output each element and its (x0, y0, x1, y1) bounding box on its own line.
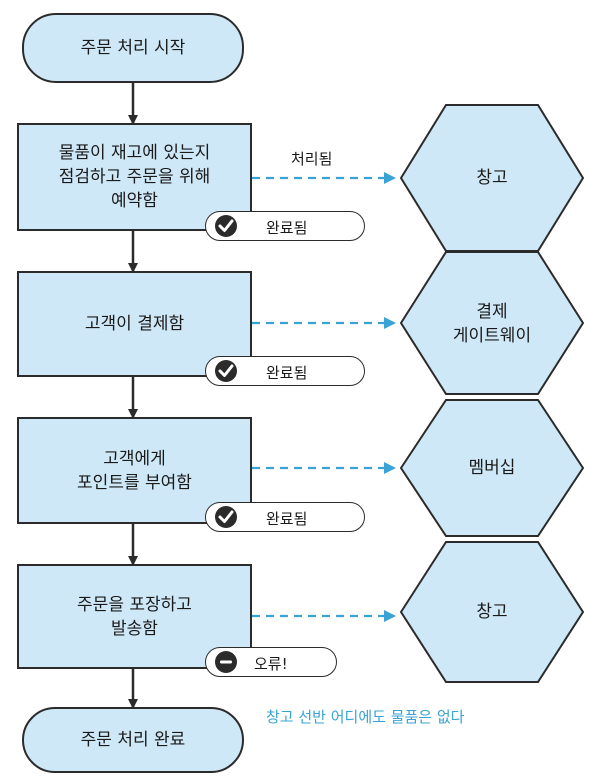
end-terminal: 주문 처리 완료 (22, 707, 244, 773)
check-icon (215, 215, 237, 237)
error-icon (215, 651, 237, 673)
process-step-3-label: 고객에게 포인트를 부여함 (77, 448, 192, 493)
end-label: 주문 처리 완료 (80, 730, 186, 750)
status-label-step-2: 완료됨 (266, 364, 308, 382)
status-label-step-4: 오류! (254, 655, 288, 673)
start-terminal: 주문 처리 시작 (22, 13, 244, 83)
system-hexagon-3 (399, 399, 585, 537)
system-label-1: 창고 (476, 168, 508, 188)
process-step-4-label: 주문을 포장하고 발송함 (77, 594, 192, 639)
status-label-step-3: 완료됨 (266, 510, 308, 528)
status-badge-step-2: 완료됨 (205, 356, 365, 386)
start-label: 주문 처리 시작 (80, 38, 186, 58)
status-badge-step-4: 오류! (205, 647, 337, 677)
process-step-2-label: 고객이 결제함 (84, 314, 185, 334)
system-hexagon-4 (399, 541, 585, 683)
system-label-2: 결제 게이트웨이 (452, 302, 532, 346)
edge-label-processed: 처리됨 (291, 150, 333, 168)
check-icon (215, 506, 237, 528)
status-badge-step-1: 완료됨 (205, 211, 365, 241)
check-icon (215, 360, 237, 382)
system-label-4: 창고 (476, 602, 508, 622)
process-step-1-label: 물품이 재고에 있는지 점검하고 주문을 위해 예약함 (58, 143, 211, 211)
status-label-step-1: 완료됨 (266, 219, 308, 237)
system-hexagon-2 (399, 251, 585, 395)
status-badge-step-3: 완료됨 (205, 502, 365, 532)
error-note: 창고 선반 어디에도 물품은 없다 (266, 708, 465, 726)
system-label-3: 멤버십 (468, 458, 516, 478)
